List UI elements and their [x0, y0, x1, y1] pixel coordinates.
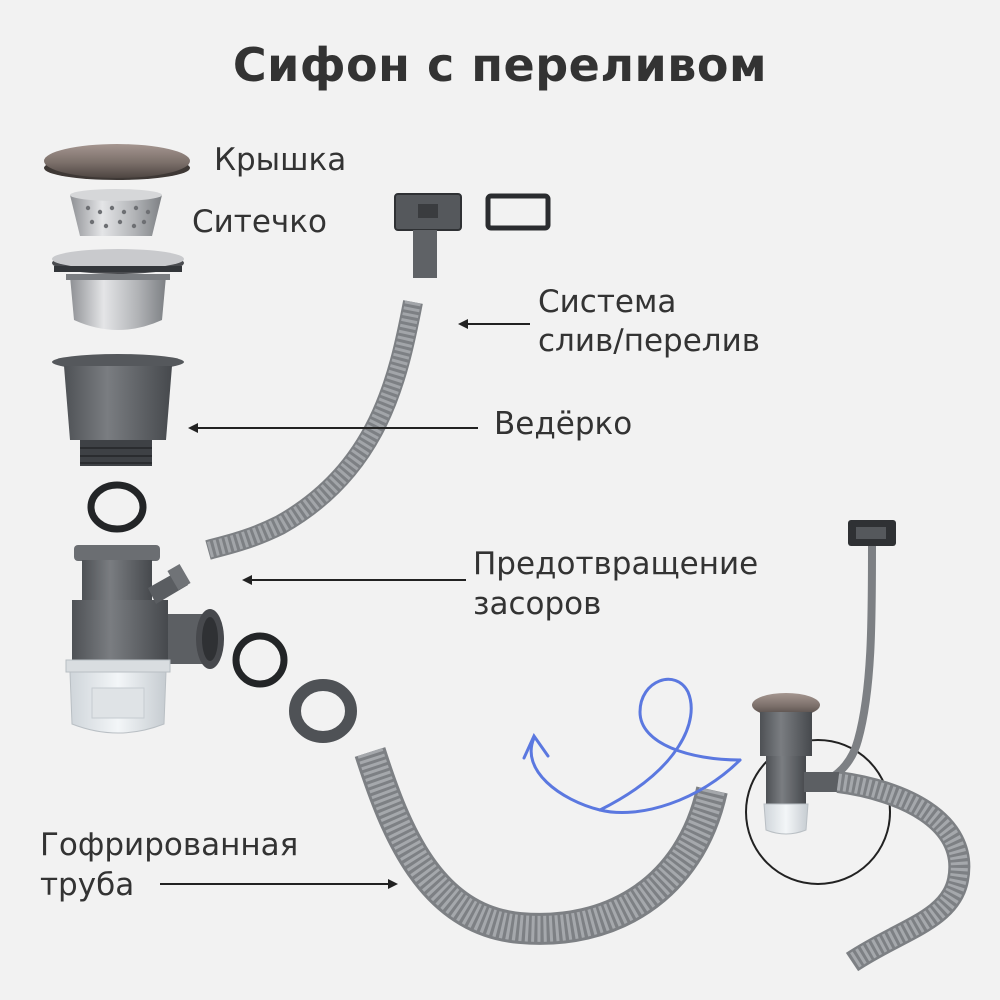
label-hose-line1: Гофрированная	[40, 827, 299, 863]
page-title: Сифон с переливом	[232, 38, 768, 92]
label-hose-line2: труба	[40, 867, 135, 903]
overflow-gasket	[485, 193, 551, 231]
assembly-arrow	[522, 677, 742, 815]
label-overflow-line1: Система	[538, 284, 677, 320]
overflow-hose	[205, 300, 423, 560]
label-overflow-line2: слив/перелив	[538, 323, 761, 359]
label-strainer: Ситечко	[192, 204, 327, 240]
label-lid: Крышка	[214, 142, 347, 178]
rubber-ring-1	[87, 481, 147, 533]
assembled-siphon-inset	[745, 520, 971, 972]
steel-basket-part	[52, 249, 184, 330]
bottle-trap-part	[65, 545, 224, 734]
rubber-ring-3	[289, 679, 357, 743]
label-anticlog-line2: засоров	[473, 586, 602, 622]
strainer-part	[70, 189, 162, 236]
label-anticlog-line1: Предотвращение	[473, 546, 759, 582]
bucket-part	[52, 354, 184, 466]
rubber-ring-2	[232, 632, 288, 688]
label-bucket: Ведёрко	[494, 406, 633, 442]
overflow-grille-part	[394, 193, 462, 278]
lid-part	[44, 144, 190, 180]
corrugated-hose	[354, 747, 728, 945]
